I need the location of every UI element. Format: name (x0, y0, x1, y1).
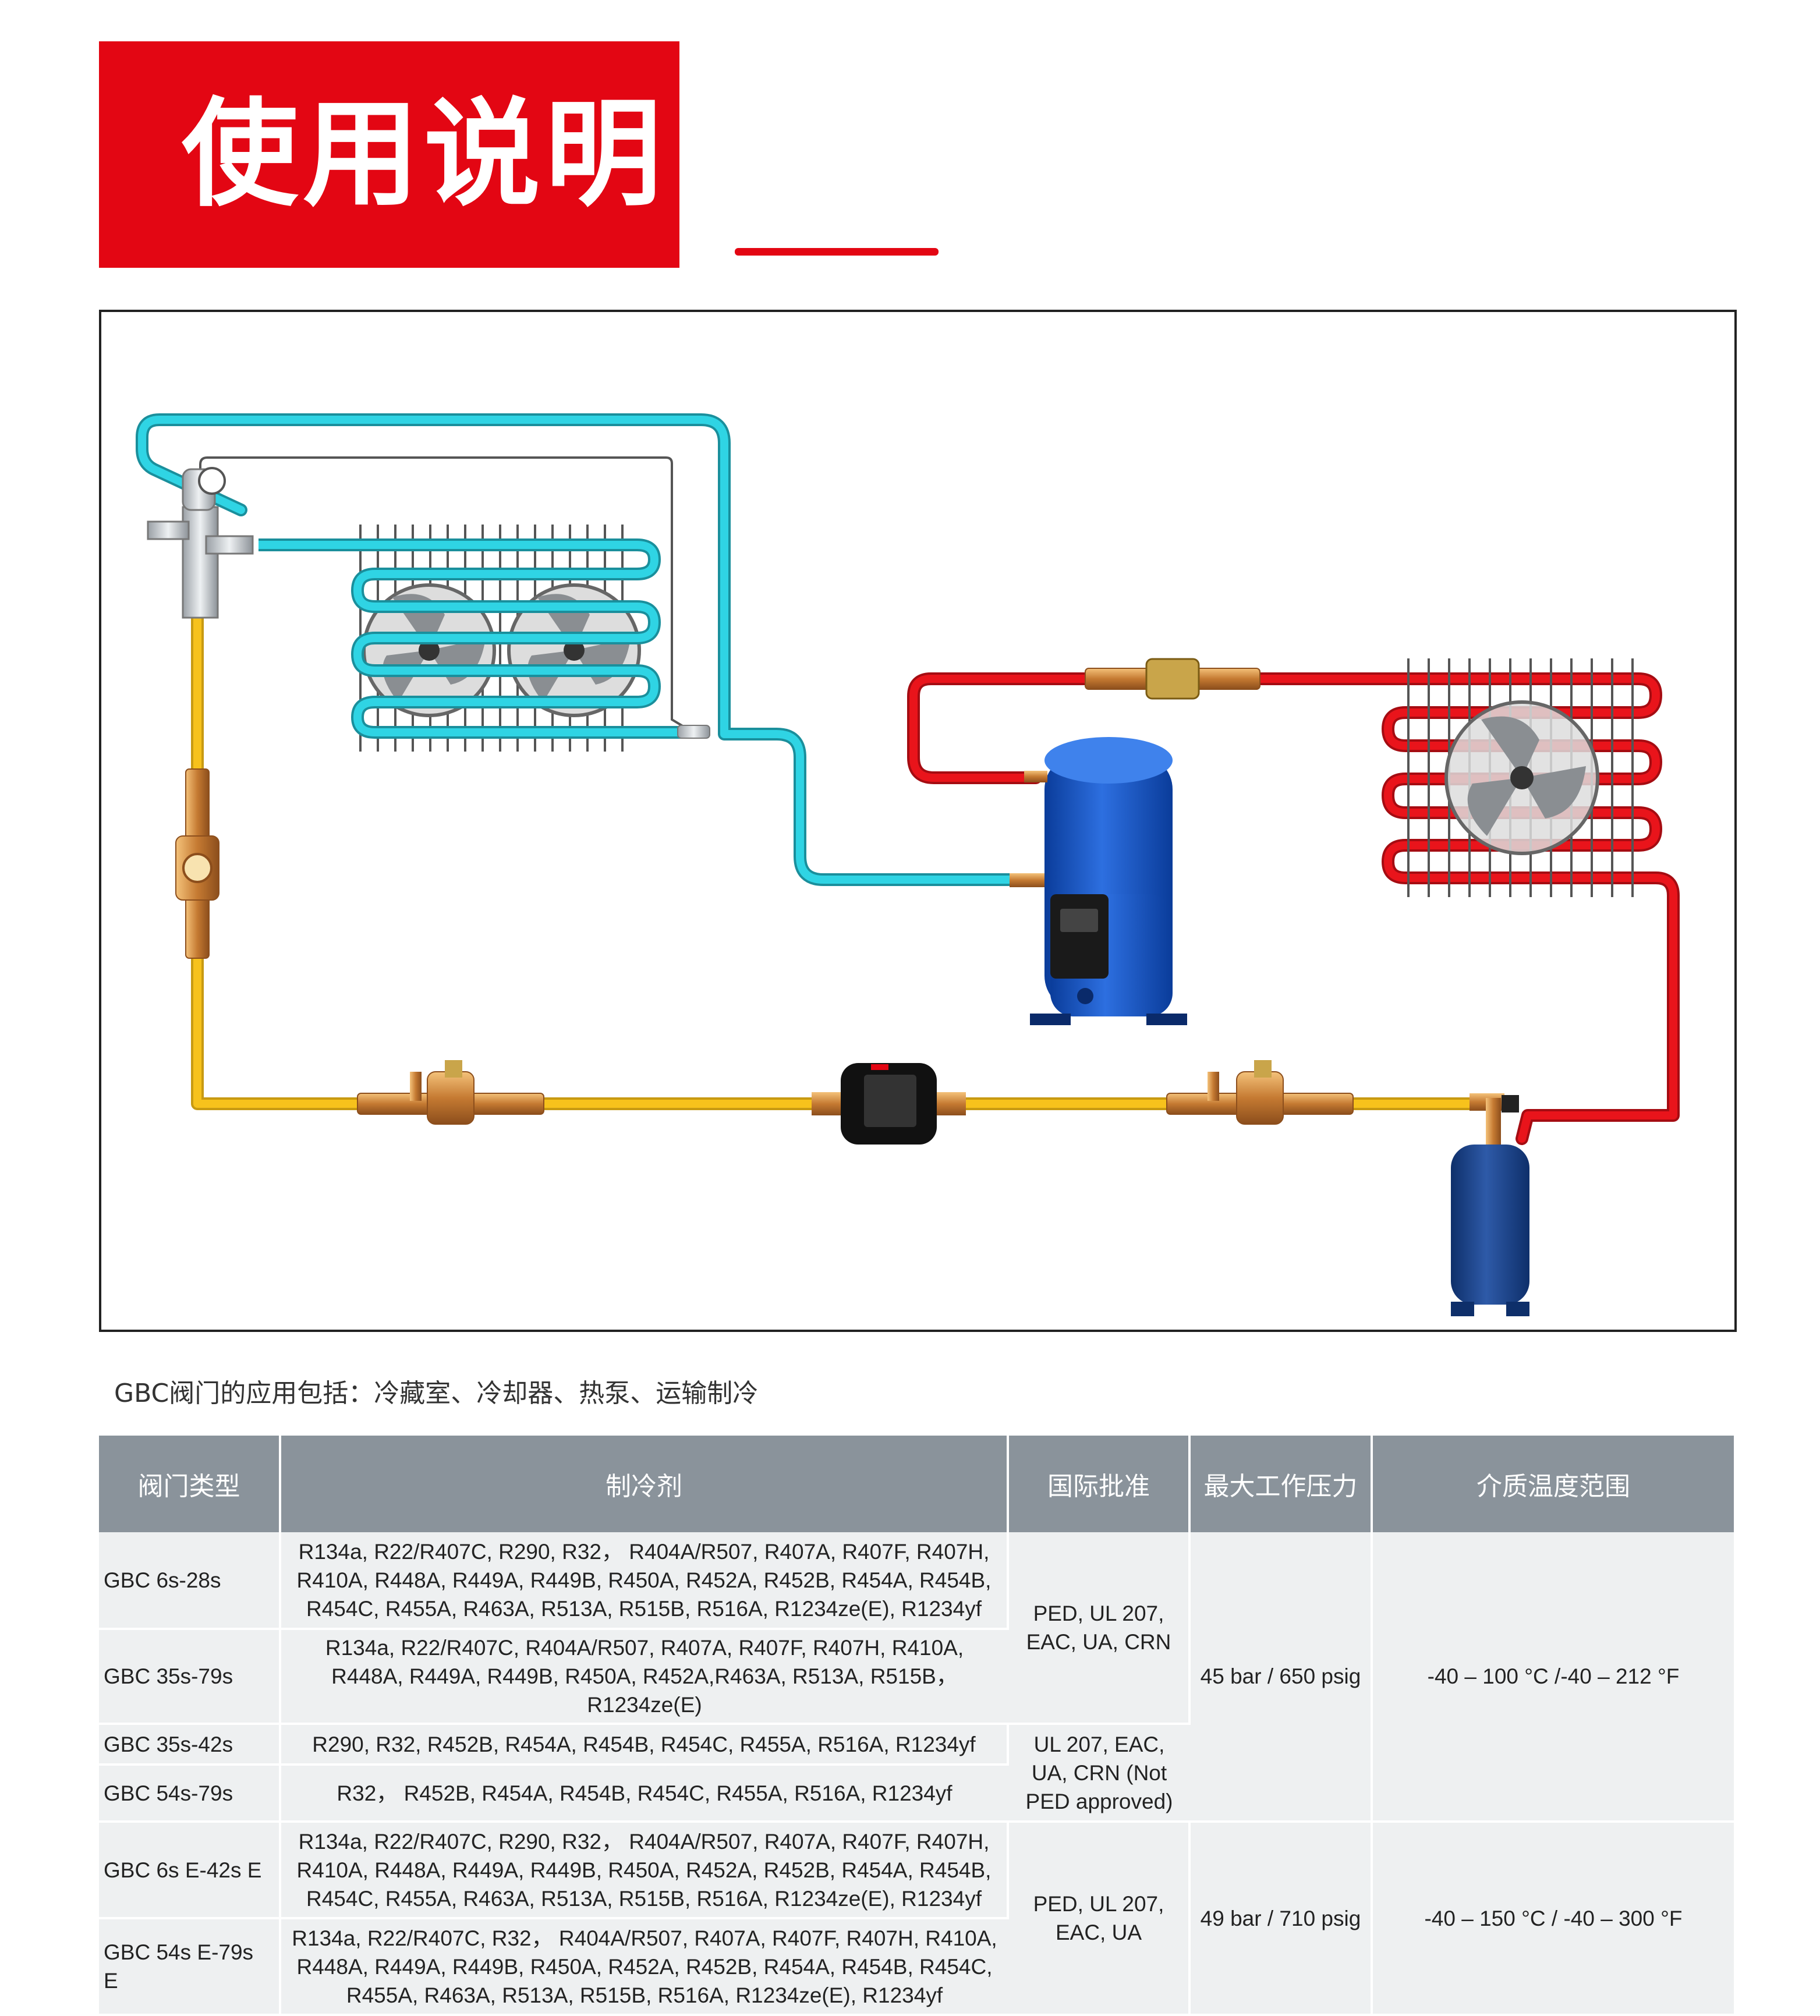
cell-valve-type: GBC 54s-79s (99, 1765, 281, 1823)
cell-valve-type: GBC 35s-79s (99, 1629, 281, 1725)
cell-pressure: 45 bar / 650 psig (1189, 1532, 1373, 1823)
title-banner: 使用说明 (99, 41, 679, 268)
sight-glass-icon (175, 768, 219, 959)
refrigeration-circuit-diagram (99, 310, 1737, 1332)
cell-valve-type: GBC 6s E-42s E (99, 1822, 281, 1919)
sensing-bulb-icon (677, 725, 710, 739)
expansion-valve-icon (147, 467, 254, 619)
suction-line (136, 413, 1016, 886)
valve-spec-table: 阀门类型 制冷剂 国际批准 最大工作压力 介质温度范围 GBC 6s-28s R… (99, 1436, 1734, 2016)
cell-approval: UL 207, EAC, UA, CRN (Not PED approved) (1008, 1724, 1189, 1823)
filter-drier-icon (812, 1063, 966, 1145)
table-row: GBC 54s E-79s E R134a, R22/R407C, R32， R… (99, 1918, 1734, 2016)
compressor-icon (1010, 737, 1187, 1025)
condenser-icon (1407, 658, 1634, 897)
cell-refrigerant: R134a, R22/R407C, R32， R404A/R507, R407A… (280, 1918, 1008, 2016)
page-title: 使用说明 (182, 87, 667, 222)
cell-refrigerant: R134a, R22/R407C, R290, R32， R404A/R507,… (280, 1822, 1009, 1919)
cell-approval: PED, UL 207, EAC, UA, CRN (1008, 1532, 1191, 1725)
title-underline (735, 248, 939, 256)
header-refrigerant: 制冷剂 (280, 1436, 1009, 1532)
cell-valve-type: GBC 6s-28s (99, 1532, 281, 1630)
cell-refrigerant: R290, R32, R452B, R454A, R454B, R454C, R… (280, 1724, 1009, 1766)
ball-valve-icon (1166, 1060, 1354, 1125)
table-header-row: 阀门类型 制冷剂 国际批准 最大工作压力 介质温度范围 (99, 1436, 1734, 1532)
cell-valve-type: GBC 35s-42s (99, 1724, 281, 1766)
table-row: GBC 35s-79s R134a, R22/R407C, R404A/R507… (99, 1629, 1734, 1725)
cell-refrigerant: R134a, R22/R407C, R290, R32， R404A/R507,… (280, 1532, 1009, 1630)
evaporator-icon (259, 525, 710, 752)
table-row: GBC 6s E-42s E R134a, R22/R407C, R290, R… (99, 1822, 1734, 2016)
cell-refrigerant: R32， R452B, R454A, R454B, R454C, R455A, … (280, 1765, 1008, 1823)
header-approvals: 国际批准 (1008, 1436, 1191, 1532)
cell-refrigerant: R134a, R22/R407C, R404A/R507, R407A, R40… (280, 1629, 1008, 1725)
table-row: GBC 54s-79s R32， R452B, R454A, R454B, R4… (99, 1765, 1734, 1823)
check-valve-icon (1085, 658, 1260, 700)
receiver-icon (1451, 1093, 1529, 1316)
application-text: GBC阀门的应用包括：冷藏室、冷却器、热泵、运输制冷 (114, 1379, 759, 1408)
table-row: GBC 6s-28s R134a, R22/R407C, R290, R32， … (99, 1532, 1734, 1823)
header-valve-type: 阀门类型 (99, 1436, 281, 1532)
cell-valve-type: GBC 54s E-79s E (99, 1918, 281, 2016)
condenser-fan-icon (1444, 700, 1599, 855)
cell-pressure: 49 bar / 710 psig (1189, 1822, 1373, 2016)
cell-temperature: -40 – 100 °C /-40 – 212 °F (1372, 1532, 1734, 1823)
ball-valve-icon (357, 1060, 544, 1125)
sensing-line (199, 456, 685, 728)
table-row: GBC 35s-42s R290, R32, R452B, R454A, R45… (99, 1724, 1734, 1823)
cell-approval: PED, UL 207, EAC, UA (1008, 1822, 1191, 2016)
header-max-pressure: 最大工作压力 (1189, 1436, 1373, 1532)
discharge-line (907, 672, 1680, 1145)
header-temp-range: 介质温度范围 (1372, 1436, 1734, 1532)
cell-temperature: -40 – 150 °C / -40 – 300 °F (1372, 1822, 1734, 2016)
